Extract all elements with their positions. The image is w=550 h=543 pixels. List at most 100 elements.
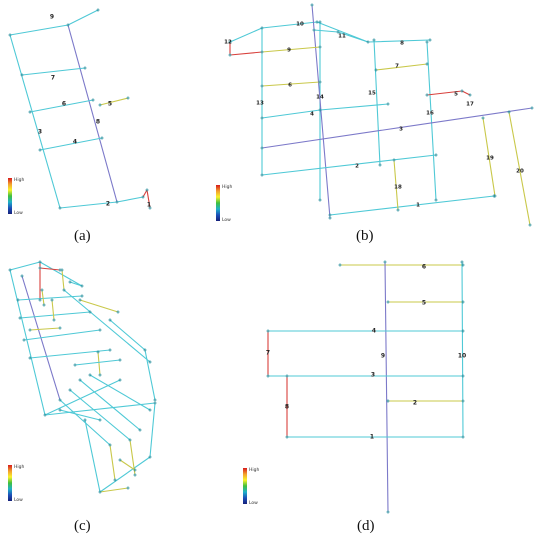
- pipe-segment: [261, 107, 533, 149]
- legend-high-label: High: [14, 464, 24, 470]
- pipe-label: 1: [147, 202, 151, 209]
- network-node: [78, 378, 82, 382]
- pipe-label: 10: [296, 22, 304, 28]
- pipe-segment: [63, 289, 151, 363]
- pipe-segment: [109, 444, 116, 481]
- network-node: [228, 40, 232, 44]
- network-node: [318, 20, 322, 24]
- pipe-segment: [79, 379, 141, 431]
- network-node: [461, 300, 465, 304]
- legend-low-label: Low: [222, 217, 231, 223]
- pipe-label: 2: [106, 201, 110, 208]
- pipe-segment: [21, 67, 86, 76]
- pipe-label: 4: [372, 328, 376, 335]
- pipe-segment: [375, 63, 428, 71]
- network-node: [38, 266, 42, 270]
- network-node: [312, 28, 316, 32]
- network-node: [88, 373, 92, 377]
- network-node: [461, 374, 465, 378]
- pipe-segment: [39, 261, 83, 287]
- network-node: [118, 378, 122, 382]
- pipe-label: 8: [285, 404, 289, 411]
- pipe-segment: [311, 4, 331, 219]
- pipe-segment: [109, 319, 146, 351]
- pipe-label: 2: [413, 400, 417, 407]
- network-node: [425, 62, 429, 66]
- panel-b-caption: (b): [356, 228, 374, 244]
- network-node: [98, 418, 102, 422]
- pipe-segment: [51, 299, 55, 321]
- network-node: [228, 53, 232, 57]
- pipe-segment: [23, 329, 101, 341]
- network-node: [266, 374, 270, 378]
- network-node: [148, 360, 152, 364]
- pipe-segment: [9, 24, 69, 36]
- network-node: [318, 108, 322, 112]
- pipe-segment: [261, 81, 321, 87]
- pipe-label: 7: [266, 350, 270, 357]
- pipe-segment: [99, 456, 151, 493]
- network-node: [28, 356, 32, 360]
- network-node: [374, 68, 378, 72]
- network-node: [52, 318, 56, 322]
- pipe-segment: [144, 349, 156, 401]
- network-node: [425, 93, 429, 97]
- network-node: [133, 468, 137, 472]
- pipe-label: 4: [310, 112, 314, 118]
- network-node: [108, 443, 112, 447]
- network-node: [148, 206, 152, 210]
- network-node: [528, 223, 532, 227]
- network-node: [83, 418, 87, 422]
- pipe-segment: [17, 295, 83, 301]
- network-node: [8, 268, 12, 272]
- legend-low-label: Low: [14, 497, 23, 503]
- network-node: [68, 280, 72, 284]
- network-node: [386, 102, 390, 106]
- network-node: [58, 398, 62, 402]
- network-node: [28, 328, 32, 332]
- network-node: [22, 338, 26, 342]
- pipe-segment: [142, 189, 148, 198]
- network-node: [66, 23, 70, 27]
- pipe-segment: [44, 379, 121, 416]
- network-node: [60, 268, 64, 272]
- network-node: [493, 194, 497, 198]
- pipe-label: 18: [394, 185, 402, 191]
- network-node: [507, 110, 511, 114]
- pipe-label: 15: [368, 91, 376, 97]
- pipe-segment: [41, 289, 45, 306]
- network-node: [260, 50, 264, 54]
- legend-colorbar: [216, 185, 220, 221]
- network-node: [115, 200, 119, 204]
- pipe-label: 9: [381, 353, 385, 360]
- network-node: [133, 473, 137, 477]
- pipe-label: 12: [224, 40, 232, 46]
- network-node: [328, 213, 332, 217]
- pipe-label: 5: [454, 92, 458, 98]
- network-node: [73, 363, 77, 367]
- pipe-segment: [261, 109, 321, 119]
- network-node: [91, 98, 95, 102]
- network-node: [113, 478, 117, 482]
- network-node: [20, 274, 24, 278]
- pipe-label: 16: [426, 111, 434, 117]
- pipe-segment: [84, 419, 101, 493]
- pipe-segment: [119, 459, 136, 471]
- network-node: [16, 298, 20, 302]
- network-node: [434, 153, 438, 157]
- network-node: [336, 30, 340, 34]
- legend-colorbar: [243, 468, 247, 504]
- network-node: [461, 399, 465, 403]
- pipe-segment: [29, 327, 61, 331]
- network-node: [266, 329, 270, 333]
- network-node: [18, 316, 22, 320]
- network-node: [62, 288, 66, 292]
- pipe-segment: [69, 281, 83, 287]
- pipe-segment: [74, 359, 121, 366]
- network-node: [98, 373, 102, 377]
- network-node: [148, 455, 152, 459]
- network-node: [40, 288, 44, 292]
- network-node: [58, 408, 62, 412]
- network-node: [98, 328, 102, 332]
- panel-d-caption: (d): [357, 518, 375, 534]
